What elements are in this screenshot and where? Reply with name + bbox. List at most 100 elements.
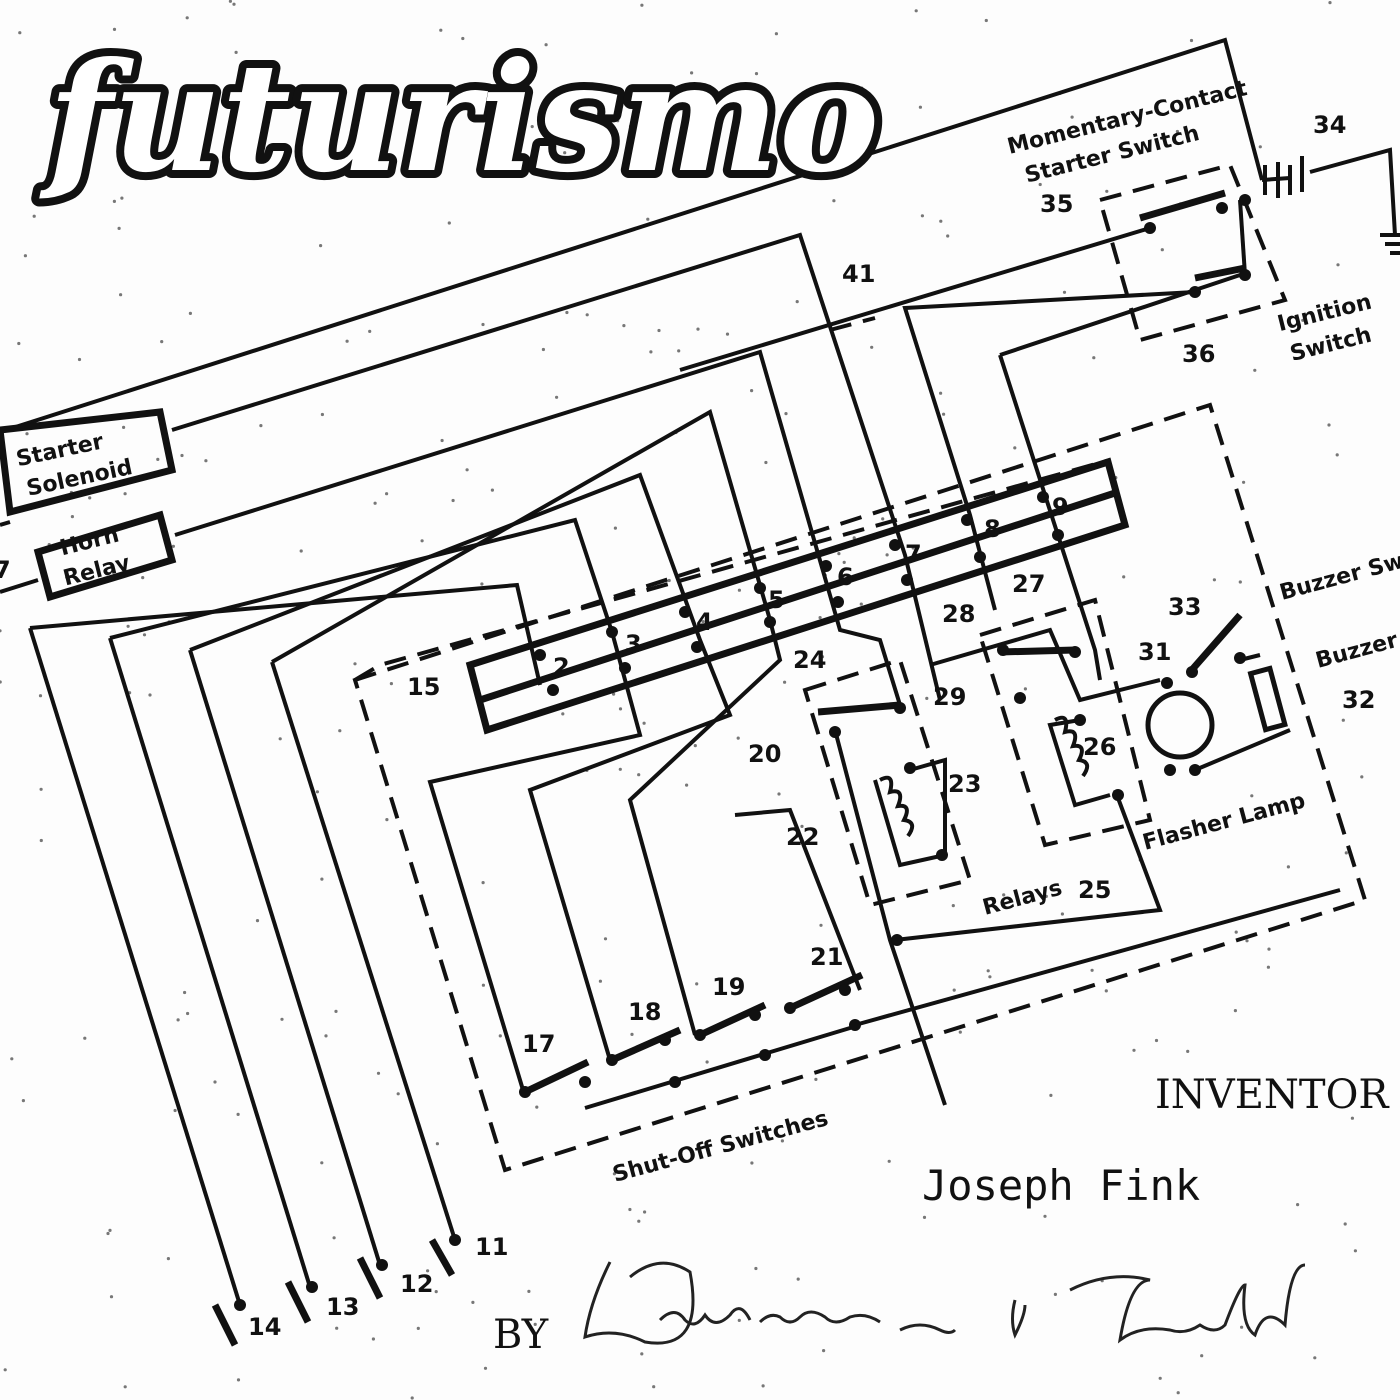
speckle [440,438,444,443]
speckle [527,1289,531,1293]
speckle [112,199,116,203]
speckle [859,602,863,606]
terminal-dot [534,649,546,661]
speckle [852,536,856,540]
ground-icon [1380,233,1400,255]
speckle [872,119,876,123]
speckle [1053,1292,1057,1296]
ref-27: 27 [1012,570,1045,598]
speckle [420,539,424,543]
terminal-dot [1186,666,1198,678]
speckle [1038,182,1042,187]
terminal-dot [1014,692,1026,704]
speckle [1013,446,1017,450]
speckle [565,310,569,315]
inventor-name: Joseph Fink [922,1161,1200,1210]
speckle [1070,115,1074,119]
by-label: BY [493,1312,549,1358]
ref-26: 26 [1083,733,1116,761]
ref-21: 21 [810,943,843,971]
speckle [65,575,69,579]
speckle [123,1385,127,1389]
speckle [353,662,357,666]
speckle [1245,939,1249,943]
speckle [764,460,768,465]
ref-8: 8 [984,515,1001,543]
speckle [481,983,485,987]
speckle [416,1326,420,1330]
terminal-dot [579,1076,591,1088]
speckle [70,515,74,519]
speckle [204,459,208,463]
speckle [483,1366,488,1370]
ref-11: 11 [475,1233,508,1261]
paper-speckles [0,0,1364,1400]
speckle [1154,1038,1159,1043]
speckle [236,1112,240,1116]
speckle [865,137,870,141]
speckle [881,517,885,521]
speckle [21,1099,25,1103]
speckle [1296,1203,1300,1207]
speckle [920,214,925,218]
terminal-dot [936,849,948,861]
speckle [1044,894,1048,899]
ref-5: 5 [768,586,785,614]
speckle [1189,38,1194,43]
speckle [471,1300,475,1304]
label-buzzer: Buzzer [1313,628,1400,674]
terminal-dot [547,684,559,696]
speckle [649,350,653,354]
ref-22: 22 [786,823,819,851]
speckle [1258,145,1262,149]
speckle [213,1080,217,1084]
speckle [795,300,799,304]
speckle [461,36,465,41]
ref-36: 36 [1182,340,1215,368]
speckle [17,341,21,346]
speckle [918,105,923,109]
speckle [259,424,263,428]
speckle [112,27,117,31]
terminal-dot [1189,286,1201,298]
speckle [299,549,303,553]
terminal-dot [306,1281,318,1293]
speckle [646,217,650,221]
terminal-dot [1069,646,1081,658]
label-buzzer-switch: Buzzer Swi [1277,547,1400,606]
terminal-dot [832,596,844,608]
speckle [860,86,864,90]
speckle [389,682,393,686]
speckle [1313,1356,1317,1360]
speckle [820,655,825,659]
speckle [922,1215,927,1219]
speckle [1336,263,1340,267]
terminal-dot [1037,491,1049,503]
speckle [642,721,646,725]
switch-contacts [523,156,1400,1096]
terminal-dot [1216,202,1228,214]
speckle [1176,1391,1180,1395]
terminal-strip [465,457,1130,735]
speckle [481,322,485,327]
terminal-dot [1234,652,1246,664]
ref-32: 32 [1342,686,1375,714]
speckle [371,1337,375,1341]
speckle [1200,1354,1204,1358]
terminal-dot [449,1234,461,1246]
speckle [637,773,641,777]
speckle [643,1210,647,1214]
inventor-heading: INVENTOR [1155,1072,1390,1118]
speckle [1060,912,1064,916]
speckle [616,119,620,123]
speckle [652,1385,656,1389]
terminal-dot [1239,269,1251,281]
speckle [88,496,92,500]
speckle [667,578,671,583]
speckle [1233,1009,1237,1013]
speckle [280,1017,284,1021]
speckle [106,1231,110,1236]
terminal-dot [234,1299,246,1311]
speckle [535,1105,539,1109]
speckle [544,43,548,47]
